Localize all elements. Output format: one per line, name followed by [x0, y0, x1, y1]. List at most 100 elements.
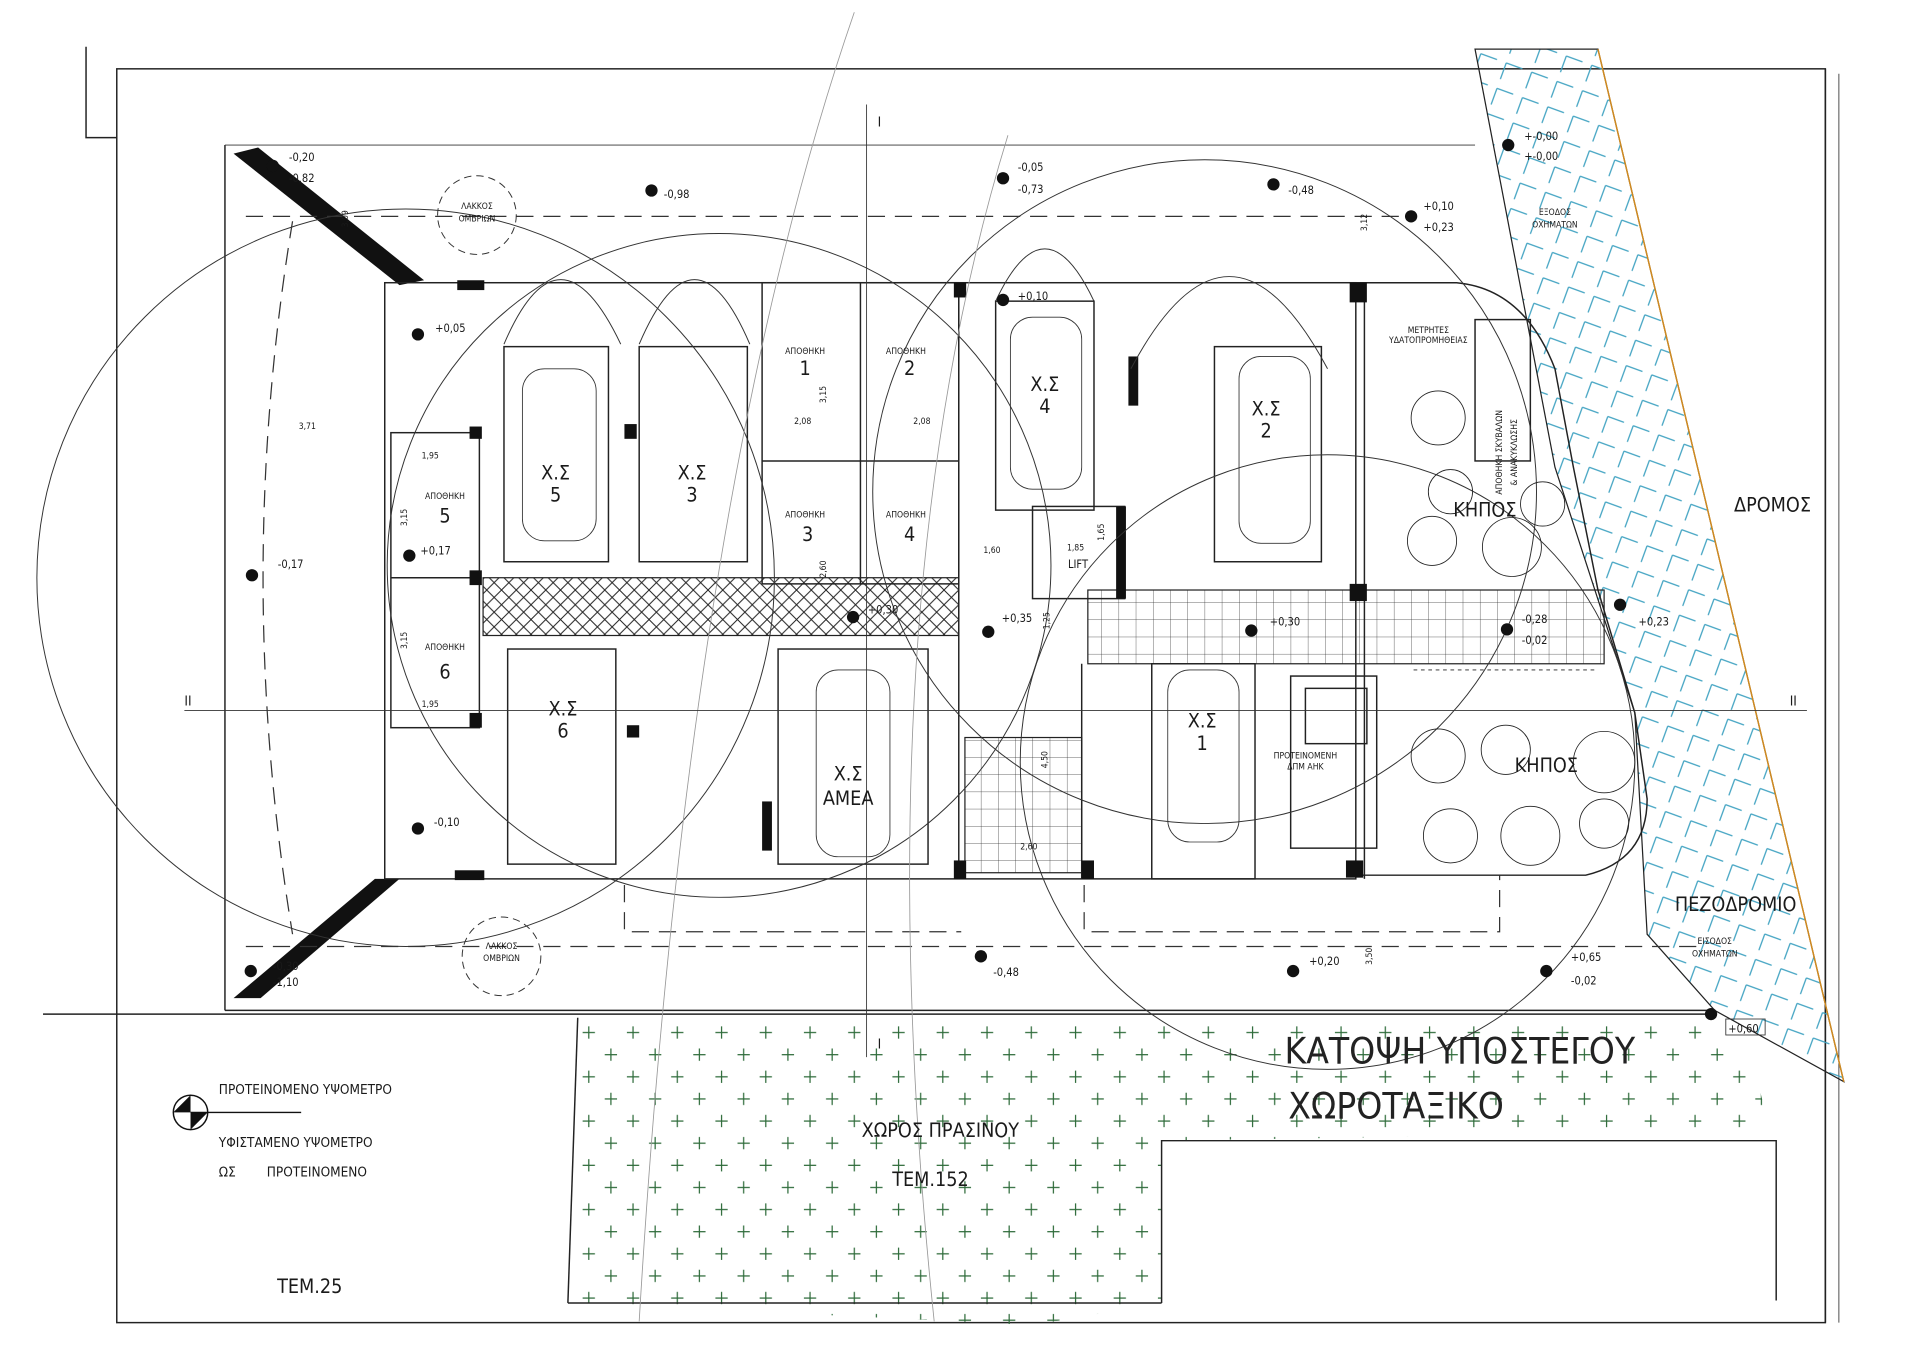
- vehicle-entry-label: ΕΙΣΟΔΟΣ: [1698, 937, 1733, 947]
- sidewalk-label: ΠΕΖΟΔΡΟΜΙΟ: [1675, 893, 1797, 916]
- svg-text:-1,10: -1,10: [273, 976, 299, 989]
- legend-as-proposed: ΠΡΟΤΕΙΝΟΜΕΝΟ: [267, 1164, 367, 1180]
- svg-text:2,08: 2,08: [794, 417, 811, 427]
- legend-as: ΩΣ: [219, 1164, 236, 1180]
- svg-text:+0,20: +0,20: [1309, 955, 1339, 968]
- svg-text:5: 5: [439, 504, 450, 527]
- waste-storage-label: ΑΠΟΘΗΚΗ ΣΚΥΒΑΛΩΝ & ΑΝΑΚΥΚΛΩΣΗΣ: [1495, 410, 1520, 495]
- svg-text:3,12: 3,12: [1360, 214, 1370, 231]
- svg-text:2: 2: [904, 357, 915, 380]
- svg-text:Χ.Σ: Χ.Σ: [678, 461, 707, 484]
- svg-text:ΑΠΟΘΗΚΗ: ΑΠΟΘΗΚΗ: [785, 510, 825, 520]
- substation-label: ΔΠΜ ΑΗΚ: [1287, 762, 1324, 772]
- svg-text:& ΑΝΑΚΥΚΛΩΣΗΣ: & ΑΝΑΚΥΚΛΩΣΗΣ: [1510, 419, 1520, 486]
- svg-text:+0,65: +0,65: [1571, 951, 1601, 964]
- substation-label: ΠΡΟΤΕΙΝΟΜΕΝΗ: [1274, 751, 1338, 761]
- svg-text:+0,05: +0,05: [435, 322, 465, 335]
- svg-text:ΑΜΕΑ: ΑΜΕΑ: [823, 787, 874, 810]
- svg-text:-0,73: -0,73: [1018, 183, 1044, 196]
- turning-circles: [36, 12, 1697, 1322]
- svg-text:+0,23: +0,23: [1639, 616, 1669, 629]
- dimension-labels: 3,09 3,71 1,95 3,15 3,15 1,95 3,15 2,08 …: [299, 210, 1375, 965]
- svg-text:Χ.Σ: Χ.Σ: [541, 461, 570, 484]
- garden-trees: [1407, 390, 1636, 866]
- svg-text:+-0,00: +-0,00: [1524, 150, 1558, 163]
- property-line: [1597, 48, 1845, 1082]
- section-mark-bottom: I: [878, 1037, 882, 1053]
- garden-label: ΚΗΠΟΣ: [1453, 498, 1516, 521]
- svg-text:-0,20: -0,20: [289, 151, 315, 164]
- road-label: ΔΡΟΜΟΣ: [1734, 493, 1811, 516]
- plot-152-label: ΤΕΜ.152: [891, 1168, 969, 1191]
- svg-text:2,60: 2,60: [1020, 842, 1037, 852]
- svg-text:4: 4: [904, 523, 915, 546]
- svg-text:1: 1: [1197, 732, 1208, 755]
- svg-text:-0,48: -0,48: [993, 966, 1019, 979]
- vehicle-entry-label: ΟΧΗΜΑΤΩΝ: [1692, 949, 1738, 959]
- svg-text:1,85: 1,85: [1067, 544, 1084, 554]
- svg-text:Χ.Σ: Χ.Σ: [834, 763, 863, 786]
- svg-text:4: 4: [1039, 395, 1050, 418]
- svg-text:1,25: 1,25: [1043, 612, 1053, 629]
- svg-text:ΑΠΟΘΗΚΗ ΣΚΥΒΑΛΩΝ: ΑΠΟΘΗΚΗ ΣΚΥΒΑΛΩΝ: [1495, 410, 1505, 495]
- svg-text:ΑΠΟΘΗΚΗ: ΑΠΟΘΗΚΗ: [886, 347, 926, 357]
- rain-pit-label: ΟΜΒΡΙΩΝ: [483, 954, 520, 964]
- rain-pit-label: ΛΑΚΚΟΣ: [461, 202, 493, 212]
- svg-text:2: 2: [1260, 420, 1271, 443]
- svg-text:1,60: 1,60: [983, 546, 1000, 556]
- water-meters-label: ΜΕΤΡΗΤΕΣ: [1408, 326, 1449, 336]
- svg-text:Χ.Σ: Χ.Σ: [1188, 710, 1217, 733]
- legend-existing: ΥΦΙΣΤΑΜΕΝΟ ΥΨΟΜΕΤΡΟ: [218, 1135, 373, 1151]
- green-space-label: ΧΩΡΟΣ ΠΡΑΣΙΝΟΥ: [862, 1119, 1020, 1142]
- svg-text:Χ.Σ: Χ.Σ: [1252, 397, 1281, 420]
- section-mark-right: II: [1790, 694, 1797, 710]
- building-outline: [384, 280, 1648, 881]
- svg-text:3,50: 3,50: [1365, 948, 1375, 965]
- svg-text:+0,30: +0,30: [1270, 616, 1300, 629]
- svg-text:1,65: 1,65: [1097, 524, 1107, 541]
- svg-text:6: 6: [439, 661, 450, 684]
- svg-text:3,15: 3,15: [400, 632, 410, 649]
- svg-text:-0,17: -0,17: [278, 558, 304, 571]
- svg-text:2,60: 2,60: [819, 560, 829, 577]
- svg-text:3,15: 3,15: [819, 386, 829, 403]
- svg-text:4,50: 4,50: [1040, 751, 1050, 768]
- svg-text:5: 5: [550, 484, 561, 507]
- section-lines: [184, 104, 1807, 1058]
- svg-text:3,09: 3,09: [341, 210, 351, 227]
- rain-pit-top-circle: [437, 175, 517, 255]
- legend-proposed: ΠΡΟΤΕΙΝΟΜΕΝΟ ΥΨΟΜΕΤΡΟ: [219, 1082, 392, 1098]
- svg-text:+0,30: +0,30: [868, 603, 898, 616]
- section-mark-left: II: [184, 694, 191, 710]
- svg-text:-0,05: -0,05: [1018, 161, 1044, 174]
- water-meters-label: ΥΔΑΤΟΠΡΟΜΗΘΕΙΑΣ: [1388, 336, 1468, 346]
- rain-pit-bottom-circle: [461, 916, 542, 997]
- svg-text:+0,17: +0,17: [420, 544, 450, 557]
- svg-text:3: 3: [802, 523, 813, 546]
- svg-text:+0,23: +0,23: [1423, 221, 1453, 234]
- svg-text:ΑΠΟΘΗΚΗ: ΑΠΟΘΗΚΗ: [886, 510, 926, 520]
- svg-text:-0,02: -0,02: [1571, 975, 1597, 988]
- svg-text:1,95: 1,95: [422, 700, 439, 710]
- svg-text:+0,60: +0,60: [1728, 1023, 1758, 1036]
- drawing-subtitle: ΧΩΡΟΤΑΞΙΚΟ: [1288, 1085, 1504, 1128]
- svg-text:2,08: 2,08: [913, 417, 930, 427]
- vehicle-exit-label: ΟΧΗΜΑΤΩΝ: [1532, 220, 1578, 230]
- svg-text:-0,98: -0,98: [664, 188, 690, 201]
- svg-text:6: 6: [557, 720, 568, 743]
- green-space-area: [577, 1017, 1771, 1326]
- level-markers: -0,20-0,82 -0,98 -0,05-0,73 -0,48 +0,10+…: [244, 130, 1766, 1036]
- rain-pit-label: ΟΜΒΡΙΩΝ: [459, 214, 496, 224]
- sidewalk-hatch: [1474, 48, 1845, 1083]
- plot-25-label: ΤΕΜ.25: [276, 1275, 342, 1298]
- svg-text:-0,30: -0,30: [273, 960, 299, 973]
- svg-text:3: 3: [686, 484, 697, 507]
- svg-text:-0,02: -0,02: [1522, 634, 1548, 647]
- ramp-wall-bottom: [233, 878, 400, 999]
- svg-text:+0,35: +0,35: [1002, 612, 1032, 625]
- garden-label: ΚΗΠΟΣ: [1515, 754, 1578, 777]
- svg-text:1: 1: [800, 357, 811, 380]
- vehicle-exit-label: ΕΞΟΔΟΣ: [1539, 208, 1571, 218]
- svg-text:Χ.Σ: Χ.Σ: [1030, 373, 1059, 396]
